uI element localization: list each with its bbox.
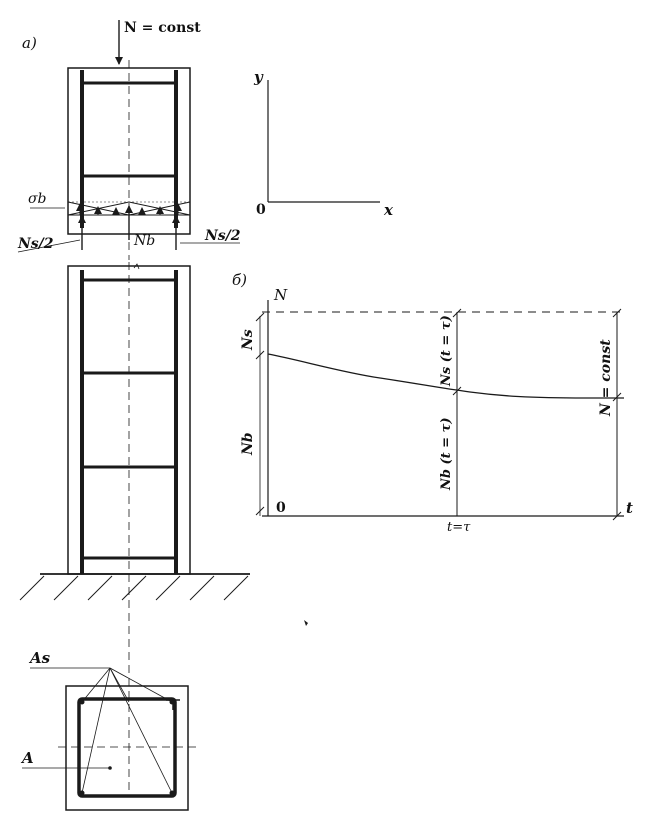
ns-nb-curve [267, 353, 624, 399]
n-const-label: N = const [598, 339, 614, 417]
stress-diagram [67, 201, 191, 216]
panel-a-tag: a) [22, 34, 37, 52]
cross-section [22, 667, 200, 811]
ground-support [19, 573, 250, 601]
nb-range-label: Nb [240, 432, 256, 456]
panel-b-tag: б) [232, 271, 247, 289]
t-axis-label: t [626, 499, 633, 517]
force-distribution-chart [255, 300, 624, 521]
nb-tau-label: Nb (t = τ) [439, 418, 454, 492]
stray-mark [304, 620, 308, 626]
t-tau-label: t=τ [447, 520, 471, 535]
ns-tau-label: Ns (t = τ) [439, 315, 454, 387]
a-label: A [20, 749, 34, 767]
ns-range-label: Ns [240, 329, 256, 351]
y-axis-label: y [253, 68, 264, 86]
as-label: As [28, 649, 51, 667]
ns-left-label: Ns/2 [17, 236, 54, 252]
column-bottom-segment [67, 262, 191, 790]
sigma-label: σb [28, 191, 47, 207]
xy-origin-label: 0 [256, 202, 266, 218]
n-axis-label: N [273, 286, 288, 304]
chart-origin-label: 0 [276, 500, 286, 516]
ns-right-label: Ns/2 [204, 228, 241, 244]
load-label: N = const [124, 20, 201, 36]
nb-label: Nb [133, 233, 155, 249]
xy-axes [267, 80, 380, 203]
x-axis-label: x [383, 201, 394, 219]
